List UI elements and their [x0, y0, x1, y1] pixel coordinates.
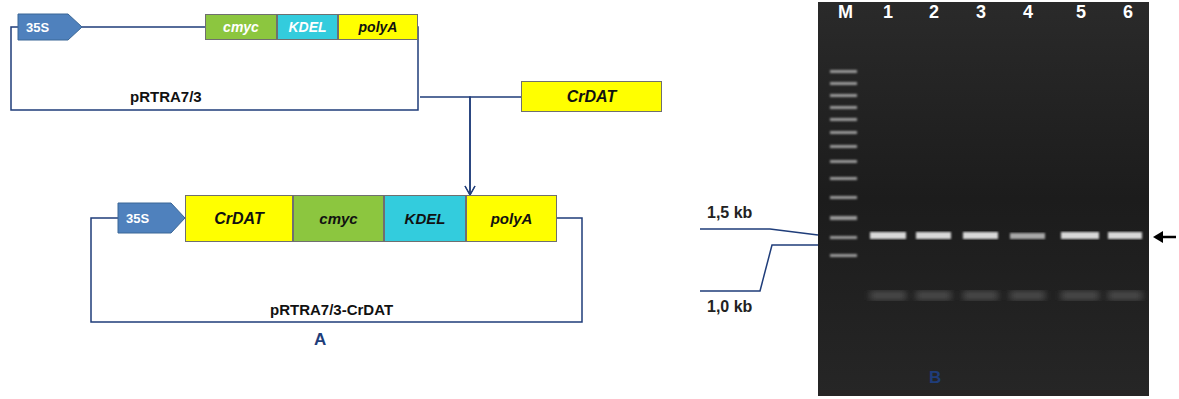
gene-label: CrDAT — [214, 210, 263, 228]
gene-label: KDEL — [288, 19, 326, 35]
plasmid-name: pRTRA7/3 — [130, 88, 202, 105]
lane-label: 2 — [929, 2, 939, 23]
gene-label: polyA — [491, 210, 533, 227]
insert-box: CrDAT — [185, 195, 293, 242]
lane-label: 1 — [883, 2, 893, 23]
signal-box: KDEL — [277, 14, 338, 40]
gene-label: CrDAT — [567, 88, 616, 106]
promoter-arrow: 35S — [118, 203, 185, 233]
lane-label: M — [838, 2, 853, 23]
plasmid-name: pRTRA7/3-CrDAT — [270, 301, 393, 318]
merge-arrow — [470, 97, 521, 195]
gene-label: 35S — [26, 20, 49, 35]
size-marker: 1,0 kb — [707, 298, 752, 316]
tag-box: cmyc — [205, 14, 277, 40]
gene-label: cmyc — [319, 210, 357, 227]
lane-label: 6 — [1123, 2, 1133, 23]
promoter-arrow: 35S — [18, 14, 82, 40]
tag-box: cmyc — [293, 195, 384, 242]
signal-box: KDEL — [384, 195, 466, 242]
polya-box: polyA — [466, 195, 557, 242]
merge-arrow — [420, 97, 470, 195]
gene-label: 35S — [126, 211, 149, 226]
panel-letter: A — [314, 330, 326, 350]
polya-box: polyA — [338, 14, 418, 40]
insert-box: CrDAT — [521, 81, 662, 112]
gene-label: cmyc — [223, 19, 259, 35]
size-marker: 1,5 kb — [707, 204, 752, 222]
plasmid-construct: pRTRA7/3-CrDAT 35S CrDAT cmyc KDEL polyA — [90, 195, 584, 325]
lane-label: 3 — [976, 2, 986, 23]
gene-label: polyA — [359, 19, 398, 35]
gene-label: KDEL — [405, 210, 446, 227]
lane-label: 4 — [1023, 2, 1033, 23]
panel-letter: B — [929, 368, 941, 388]
lane-label: 5 — [1076, 2, 1086, 23]
plasmid-vector: pRTRA7/3 35S cmyc KDEL polyA — [10, 14, 420, 112]
